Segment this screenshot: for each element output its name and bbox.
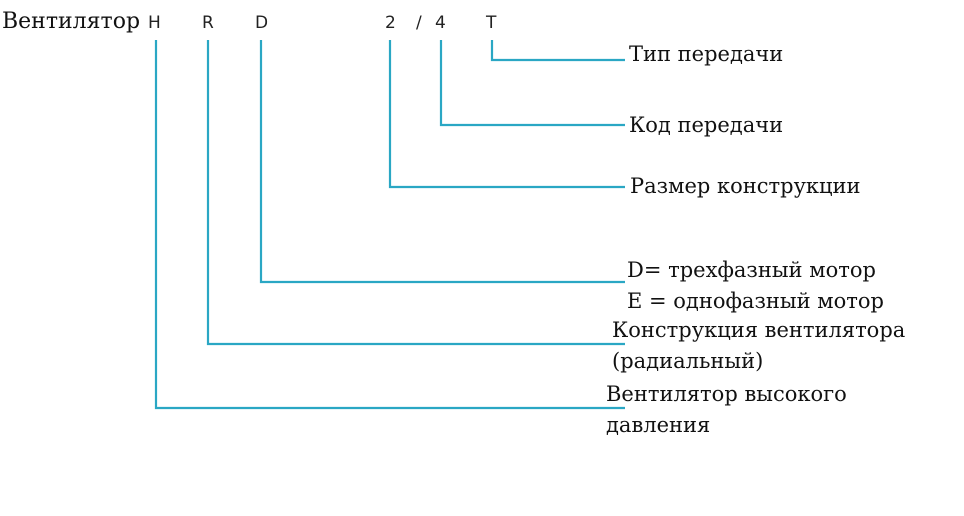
label-construction-size: Размер конструкции <box>630 174 861 198</box>
label-motor-single-phase: E = однофазный мотор <box>627 289 884 313</box>
code-char-t: T <box>486 13 497 33</box>
leader-line-d <box>259 40 625 284</box>
leader-line-t <box>490 40 625 62</box>
code-char-2: 2 <box>385 13 396 33</box>
code-char-d: D <box>255 13 269 33</box>
code-char-r: R <box>202 13 214 33</box>
code-char-slash: / <box>416 13 422 33</box>
code-char-4: 4 <box>435 13 446 33</box>
label-fan-design: Конструкция вентилятора <box>612 318 906 342</box>
code-char-h: H <box>148 13 161 33</box>
leader-line-r <box>206 40 625 346</box>
leader-line-2 <box>388 40 625 189</box>
label-motor-three-phase: D= трехфазный мотор <box>627 258 876 282</box>
leader-line-4 <box>439 40 625 127</box>
label-high-pressure-fan: Вентилятор высокого <box>606 382 847 406</box>
label-fan-design-radial: (радиальный) <box>612 349 764 373</box>
code-prefix: Вентилятор <box>2 9 141 34</box>
leader-line-h <box>154 40 625 410</box>
label-transmission-type: Тип передачи <box>629 42 784 66</box>
label-transmission-code: Код передачи <box>629 113 784 137</box>
label-high-pressure-fan-line2: давления <box>606 413 711 437</box>
